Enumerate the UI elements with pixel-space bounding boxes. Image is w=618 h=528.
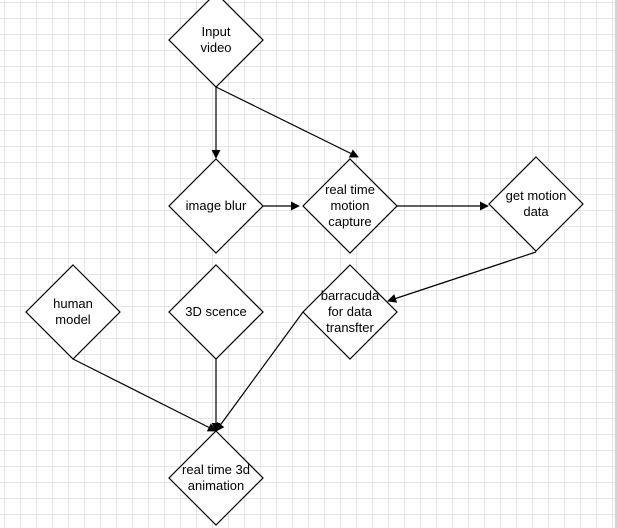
node-label-line: image blur: [185, 198, 247, 213]
node-label-line: for data: [327, 304, 373, 319]
node-label-line: model: [55, 312, 91, 327]
canvas-right-border: [615, 0, 618, 528]
node-human-model[interactable]: [25, 264, 121, 360]
edge-input-video-to-motion-capture[interactable]: [215, 86, 359, 158]
node-label-image-blur: image blur: [186, 198, 247, 214]
node-label-line: data: [523, 204, 549, 219]
node-label-line: human: [53, 296, 93, 311]
edge-human-model-to-animation-3d[interactable]: [72, 358, 217, 432]
node-animation-3d[interactable]: [168, 430, 264, 526]
node-label-line: transfter: [326, 320, 374, 335]
node-label-line: motion: [330, 198, 370, 213]
node-label-line: real time 3d: [182, 462, 250, 477]
node-label-line: barracuda: [320, 288, 380, 303]
node-barracuda[interactable]: [302, 264, 398, 360]
node-get-motion-data[interactable]: [488, 156, 584, 252]
node-label-line: video: [200, 40, 232, 55]
node-scene-3d[interactable]: [168, 264, 264, 360]
node-label-line: get motion: [505, 188, 567, 203]
node-label-line: real time: [325, 182, 375, 197]
nodes-layer: [25, 0, 584, 526]
edges-layer: [72, 86, 537, 432]
node-label-scene-3d: 3D scence: [185, 304, 246, 320]
node-label-line: 3D scence: [185, 304, 247, 319]
node-label-line: animation: [187, 478, 245, 493]
node-image-blur[interactable]: [168, 158, 264, 254]
node-label-line: capture: [328, 214, 372, 229]
node-motion-capture[interactable]: [302, 158, 398, 254]
edge-get-motion-data-to-barracuda[interactable]: [387, 251, 537, 303]
edge-barracuda-to-animation-3d[interactable]: [215, 311, 304, 432]
node-input-video[interactable]: [168, 0, 264, 88]
node-label-line: Input: [201, 24, 231, 39]
